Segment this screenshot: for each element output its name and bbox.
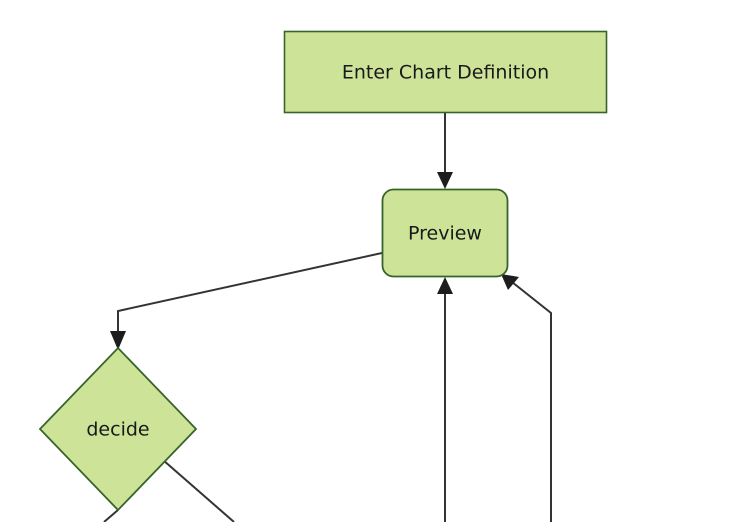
arrowhead-icon [437,172,453,189]
edge-enter-to-preview [437,113,453,189]
arrowhead-icon [110,331,126,350]
node-rectangle[interactable] [283,30,608,114]
edge-return-right-to-preview [501,274,552,522]
edge-decide-branch-left [103,509,119,522]
edge-return-center-to-preview [437,277,453,522]
edge-line [511,281,552,522]
arrowhead-icon [437,277,453,294]
node-enter-chart-definition[interactable]: Enter Chart Definition [283,30,608,114]
node-label-decide: decide [86,419,149,441]
edge-line [117,252,383,336]
edge-preview-to-decide [110,252,383,350]
node-decide[interactable]: decide [38,346,198,512]
edge-decide-branch-right [162,459,235,522]
node-label-preview: Preview [408,223,482,245]
edge-line [162,459,235,522]
arrowhead-icon [501,274,519,290]
node-preview[interactable]: Preview [381,188,509,278]
edge-line [103,509,119,522]
node-label-enter-chart-definition: Enter Chart Definition [342,62,549,84]
node-rounded-rectangle[interactable] [381,188,509,278]
node-diamond[interactable] [38,346,198,512]
